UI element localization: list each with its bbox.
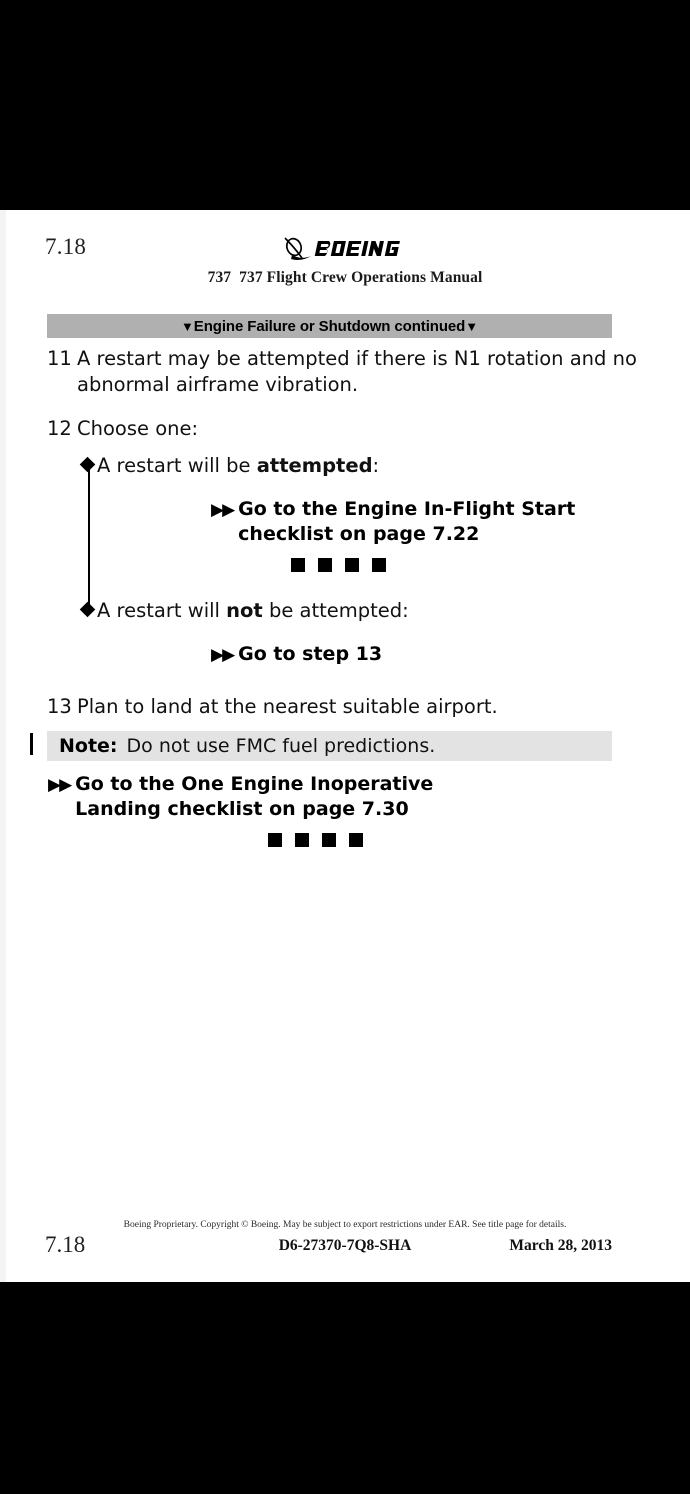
caret-down-left-icon: ▼ bbox=[181, 318, 194, 334]
spacer bbox=[47, 547, 690, 558]
note-label: Note: bbox=[59, 735, 118, 757]
goto-directive-step-13[interactable]: ▶▶ Go to step 13 bbox=[47, 642, 690, 668]
revision-change-bar bbox=[30, 733, 33, 755]
end-mark-square-icon bbox=[267, 833, 282, 847]
choice-item-restart-not-attempted: A restart will not be attempted: bbox=[47, 598, 690, 624]
note-block: Note: Do not use FMC fuel predictions. bbox=[0, 731, 690, 761]
double-right-arrow-icon: ▶▶ bbox=[211, 645, 235, 665]
choice-item-restart-attempted: A restart will be attempted: bbox=[47, 453, 690, 479]
section-bar-title: Engine Failure or Shutdown continued bbox=[193, 317, 466, 335]
spacer bbox=[47, 572, 690, 598]
step-text: Choose one: bbox=[77, 417, 199, 440]
step-number: 12 bbox=[47, 417, 72, 440]
choice-emphasis: not bbox=[226, 599, 263, 622]
step-text: A restart may be attempted if there is N… bbox=[77, 347, 637, 396]
section-bar-label: ▼Engine Failure or Shutdown continued▼ bbox=[181, 318, 478, 335]
letterbox-top bbox=[0, 0, 690, 210]
procedure-step-12: 12 Choose one: bbox=[0, 416, 690, 442]
footer-page-number: 7.18 bbox=[45, 1232, 86, 1257]
choice-text-after: : bbox=[372, 454, 380, 477]
procedure-step-11: 11 A restart may be attempted if there i… bbox=[0, 346, 690, 398]
note-text: Do not use FMC fuel predictions. bbox=[126, 735, 436, 757]
footer-revision-date: March 28, 2013 bbox=[509, 1237, 612, 1254]
spacer bbox=[47, 624, 690, 642]
goto-directive-label: Go to the One Engine Inoperative Landing… bbox=[75, 773, 434, 820]
page-left-edge bbox=[0, 210, 6, 1282]
spacer bbox=[0, 761, 690, 772]
diamond-bullet-icon bbox=[79, 456, 96, 473]
note-box: Note: Do not use FMC fuel predictions. bbox=[47, 731, 612, 761]
goto-directive-label: Go to step 13 bbox=[238, 643, 383, 665]
spacer bbox=[0, 720, 690, 731]
procedure-step-13: 13 Plan to land at the nearest suitable … bbox=[0, 694, 690, 720]
end-mark-square-icon bbox=[348, 833, 363, 847]
choice-text-after: be attempted: bbox=[262, 599, 409, 622]
end-mark-square-icon bbox=[318, 558, 332, 572]
manual-model: 737 bbox=[207, 269, 232, 286]
letterbox-bottom bbox=[0, 1282, 690, 1494]
spacer bbox=[0, 822, 690, 833]
spacer bbox=[47, 479, 690, 497]
manual-page[interactable]: 7.18 bbox=[0, 210, 690, 1282]
step-text: Plan to land at the nearest suitable air… bbox=[77, 695, 498, 718]
choice-text-before: A restart will be bbox=[97, 454, 257, 477]
double-right-arrow-icon: ▶▶ bbox=[48, 775, 72, 795]
end-mark-square-icon bbox=[294, 833, 309, 847]
section-continuation-bar: ▼Engine Failure or Shutdown continued▼ bbox=[47, 314, 612, 338]
spacer bbox=[0, 668, 690, 694]
header-page-number: 7.18 bbox=[45, 234, 87, 259]
legal-notice: Boeing Proprietary. Copyright © Boeing. … bbox=[123, 1220, 567, 1230]
end-of-procedure-marks bbox=[0, 833, 690, 847]
end-mark-square-icon bbox=[372, 558, 386, 572]
choice-connector-line bbox=[88, 467, 90, 607]
goto-directive-inflight-start[interactable]: ▶▶ Go to the Engine In-Flight Start chec… bbox=[47, 497, 690, 547]
choice-label: A restart will be attempted: bbox=[97, 453, 379, 479]
page-footer: Boeing Proprietary. Copyright © Boeing. … bbox=[0, 1220, 690, 1260]
diamond-bullet-icon bbox=[79, 601, 96, 618]
boeing-logo-icon bbox=[280, 236, 410, 262]
choice-label: A restart will not be attempted: bbox=[97, 598, 409, 624]
footer-row: 7.18 D6-27370-7Q8-SHA March 28, 2013 bbox=[0, 1232, 690, 1260]
end-mark-square-icon bbox=[321, 833, 336, 847]
footer-document-number: D6-27370-7Q8-SHA bbox=[278, 1237, 412, 1254]
end-mark-square-icon bbox=[291, 558, 305, 572]
step-number: 13 bbox=[47, 695, 72, 718]
step-number: 11 bbox=[47, 347, 72, 370]
brand-block: 737 737 Flight Crew Operations Manual bbox=[0, 236, 690, 287]
spacer bbox=[0, 398, 690, 416]
page-header: 7.18 bbox=[0, 210, 690, 310]
end-mark-square-icon bbox=[345, 558, 359, 572]
choice-text-before: A restart will bbox=[97, 599, 227, 622]
goto-directive-label: Go to the Engine In-Flight Start checkli… bbox=[238, 498, 576, 545]
double-right-arrow-icon: ▶▶ bbox=[211, 500, 235, 520]
goto-directive-one-engine-inop-landing[interactable]: ▶▶ Go to the One Engine Inoperative Land… bbox=[0, 772, 690, 822]
spacer bbox=[0, 442, 690, 453]
manual-title: 737 737 Flight Crew Operations Manual bbox=[0, 269, 690, 287]
procedure-body: 11 A restart may be attempted if there i… bbox=[0, 346, 690, 847]
manual-title-text: 737 Flight Crew Operations Manual bbox=[239, 269, 483, 286]
choice-group: A restart will be attempted: ▶▶ Go to th… bbox=[0, 453, 690, 668]
choice-emphasis: attempted bbox=[256, 454, 373, 477]
end-of-procedure-marks bbox=[47, 558, 690, 572]
caret-down-right-icon: ▼ bbox=[465, 318, 478, 334]
